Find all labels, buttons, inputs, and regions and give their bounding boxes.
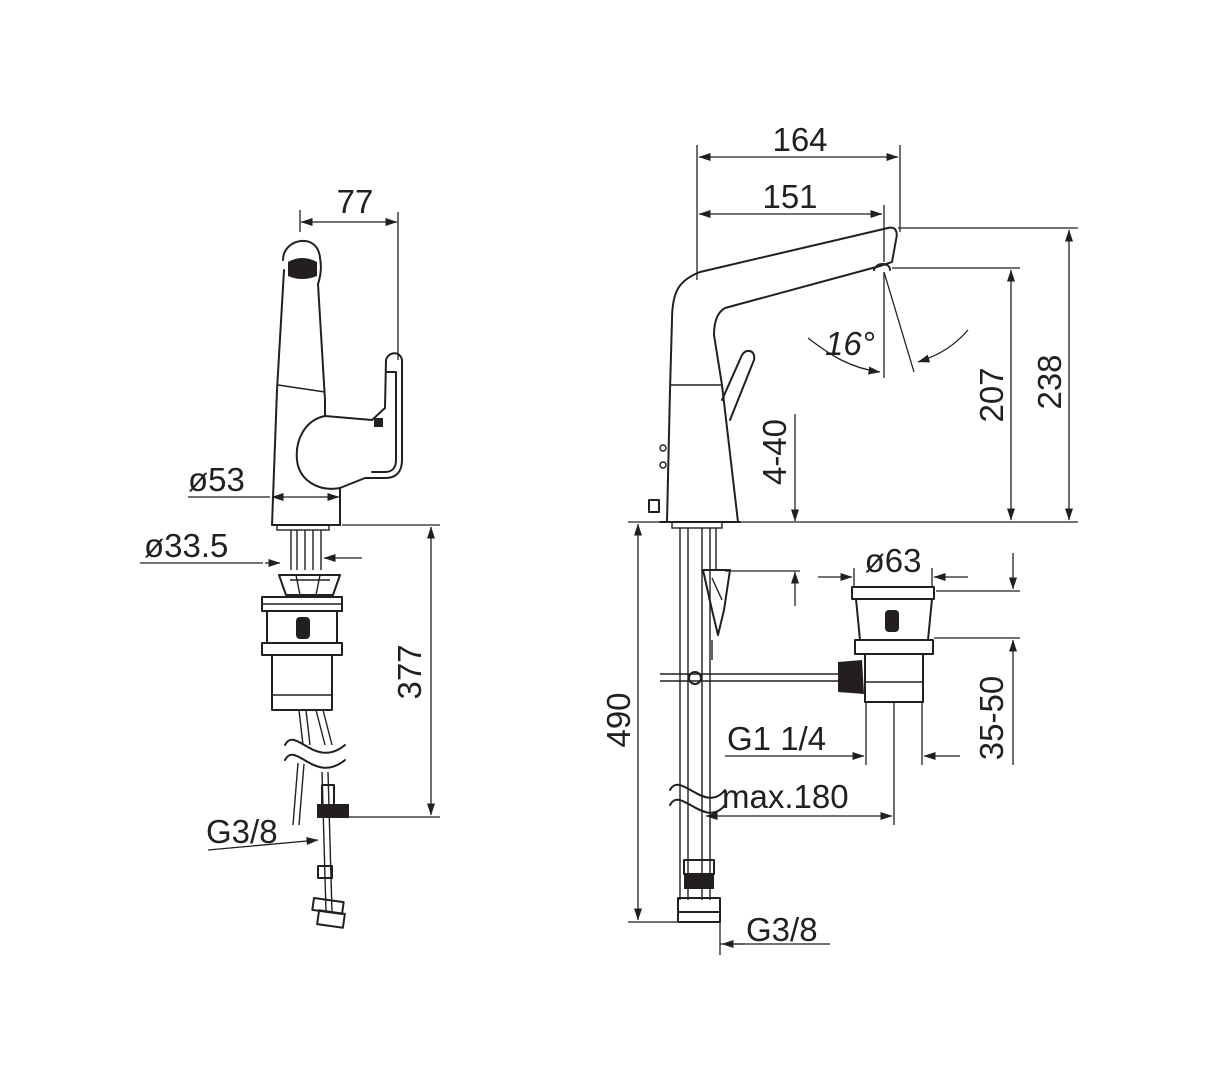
side-mounting-parts — [261, 524, 349, 929]
dim-63-label: ø63 — [865, 542, 922, 579]
dim-angle-label: 16° — [825, 325, 875, 362]
side-dim-g3-8: G3/8 — [206, 813, 319, 851]
front-dim-207: 207 — [892, 267, 1020, 521]
side-faucet-body — [271, 240, 403, 526]
dim-4-40-label: 4-40 — [756, 419, 793, 485]
front-dim-490: 490 — [600, 521, 678, 923]
front-dim-63: ø63 — [818, 542, 968, 587]
front-dim-4-40: 4-40 — [725, 414, 800, 606]
dim-33-5-label: ø33.5 — [144, 527, 228, 564]
front-dim-35-50: 35-50 — [934, 553, 1020, 765]
dim-377-label: 377 — [391, 644, 428, 699]
front-dim-g1-1-4: G1 1/4 — [725, 702, 960, 765]
side-dim-377: 377 — [342, 524, 440, 818]
dim-164-label: 164 — [772, 121, 827, 158]
front-dim-g3-8: G3/8 — [719, 911, 830, 955]
front-dim-164: 164 — [696, 121, 901, 280]
side-g3-8-label: G3/8 — [206, 813, 278, 850]
dim-151-label: 151 — [762, 178, 817, 215]
front-mounting-parts — [660, 521, 935, 923]
dim-207-label: 207 — [973, 367, 1010, 422]
dim-max-180-label: max.180 — [722, 778, 849, 815]
dim-238-label: 238 — [1031, 354, 1068, 409]
front-dim-238: 238 — [740, 227, 1078, 523]
front-dim-151: 151 — [698, 178, 885, 262]
front-dim-max-180: max.180 — [705, 702, 895, 825]
dim-35-50-label: 35-50 — [973, 676, 1010, 760]
side-dim-33-5: ø33.5 — [140, 527, 362, 567]
front-dim-angle: 16° — [807, 271, 969, 378]
front-g3-8-label: G3/8 — [746, 911, 818, 948]
side-dim-53: ø53 — [188, 461, 340, 501]
side-view: 77 ø53 ø33.5 377 G3/8 — [140, 183, 440, 929]
dim-g1-1-4-label: G1 1/4 — [727, 720, 826, 757]
side-dim-77: 77 — [299, 183, 399, 360]
dim-77-label: 77 — [337, 183, 374, 220]
front-view: 164 151 16° 207 238 — [600, 121, 1078, 955]
dim-490-label: 490 — [600, 692, 637, 747]
dim-53-label: ø53 — [188, 461, 245, 498]
